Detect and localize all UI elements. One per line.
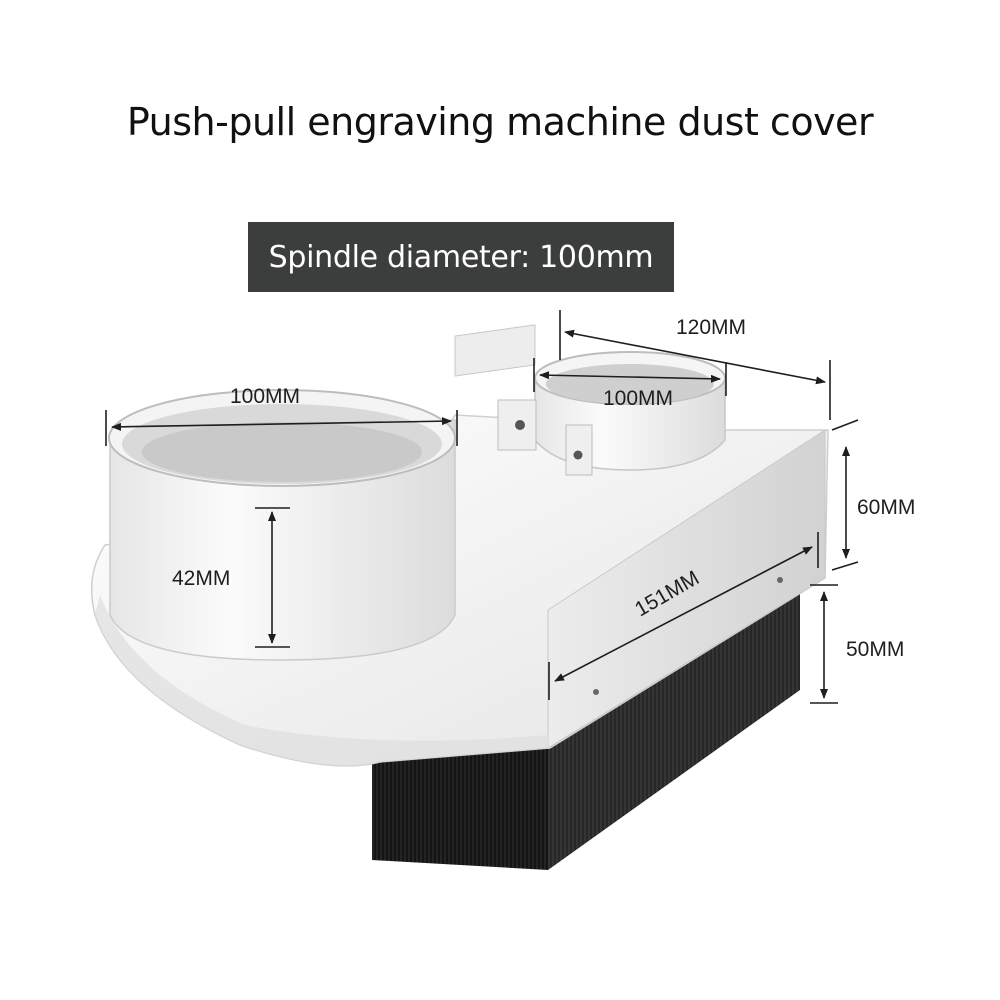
mount-hole-back <box>777 577 783 583</box>
page-title: Push-pull engraving machine dust cover <box>126 100 874 144</box>
ring-bridge <box>454 324 536 377</box>
spindle-diameter-text: Spindle diameter: 100mm <box>268 239 654 275</box>
dim-label-100-ring: 100MM <box>603 387 673 410</box>
clamp-screw-hole-left <box>515 420 525 430</box>
dim-label-120: 120MM <box>676 316 746 339</box>
base-rim <box>95 595 550 766</box>
clamp-tab-right <box>565 424 593 476</box>
dimension-lines <box>105 310 859 704</box>
dim-label-100-outlet: 100MM <box>230 385 300 408</box>
dim-151-line <box>554 546 813 682</box>
dim-label-50: 50MM <box>846 638 904 661</box>
dim-label-42: 42MM <box>172 567 230 590</box>
outlet-tube <box>108 389 456 661</box>
clamp-screw-hole-right <box>573 450 583 460</box>
dim-100-outlet-line <box>111 417 452 431</box>
spindle-diameter-badge: Spindle diameter: 100mm <box>248 222 674 292</box>
dim-label-60: 60MM <box>857 496 915 519</box>
mount-hole-front <box>593 689 599 695</box>
brush-skirt-front <box>372 745 548 870</box>
dim-120-line <box>564 329 826 385</box>
dim-100-ring-line <box>539 371 721 383</box>
